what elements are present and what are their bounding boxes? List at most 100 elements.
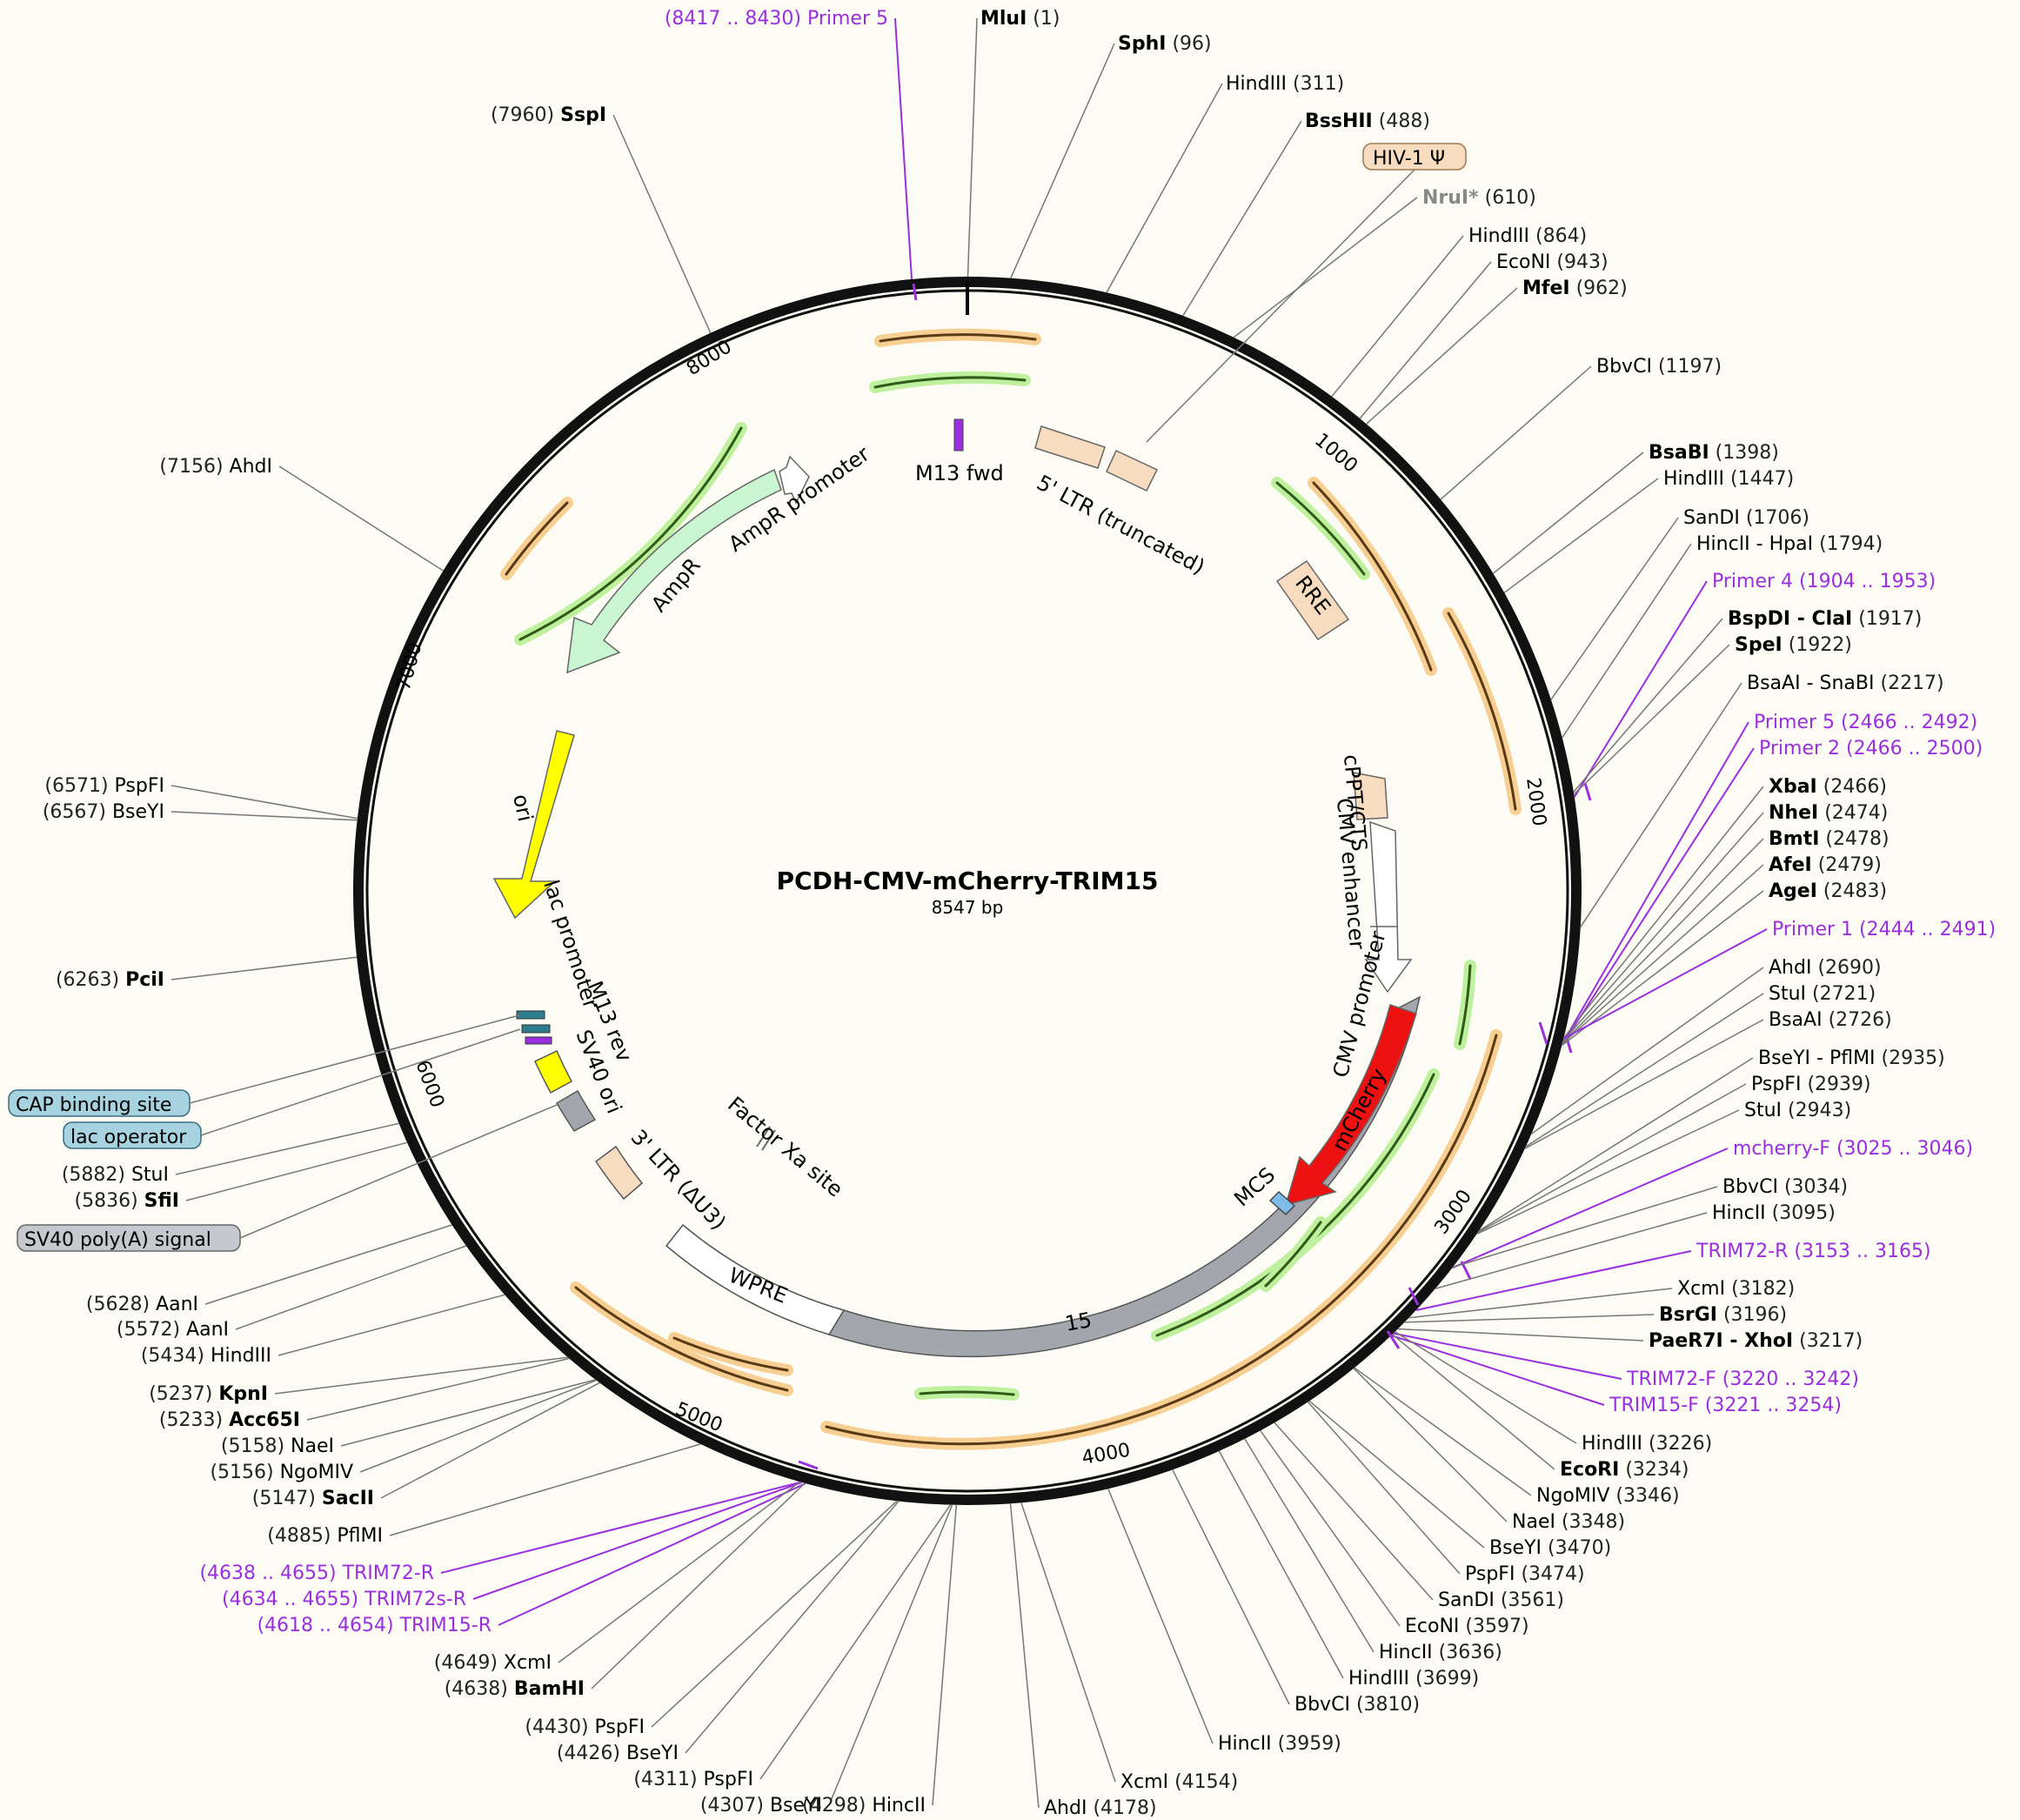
site-name: Primer 2 <box>1759 738 1840 759</box>
restriction-site-label: XcmI (4154) <box>1120 1771 1238 1793</box>
orf-arc-line <box>518 426 743 641</box>
leader-line <box>1415 1250 1692 1311</box>
primer-label: mcherry-F (3025 .. 3046) <box>1733 1138 1973 1160</box>
factor-xa-mark-a <box>756 1126 771 1148</box>
restriction-site-label: HincII (3636) <box>1379 1642 1502 1663</box>
site-position: (3810) <box>1356 1694 1420 1716</box>
orf-arc-line <box>1447 612 1517 811</box>
m13-fwd-mark <box>953 418 964 452</box>
leader-line <box>1353 1368 1508 1522</box>
restriction-site-label: (6571) PspFI <box>44 775 164 797</box>
restriction-site-label: SanDI (3561) <box>1438 1589 1564 1611</box>
leader-line <box>1172 1469 1290 1705</box>
site-gap <box>394 1615 400 1636</box>
site-position: (6571) <box>44 775 108 797</box>
labels-right: MluI (1)SphI (96)HindIII (311)BssHII (48… <box>980 8 1996 1819</box>
site-name: BseYI <box>770 1795 822 1817</box>
site-name: HindIII <box>1582 1433 1642 1455</box>
restriction-site-label: HindIII (3699) <box>1348 1668 1479 1690</box>
leader-line <box>1308 1400 1485 1549</box>
site-gap <box>1555 1511 1562 1533</box>
primer-label: (4638 .. 4655) TRIM72-R <box>199 1562 434 1584</box>
site-name: PspFI <box>595 1716 645 1738</box>
site-position: (3182) <box>1731 1278 1795 1300</box>
restriction-site-label: PaeR7I - XhoI (3217) <box>1649 1330 1863 1352</box>
site-position: (5434) <box>141 1345 204 1367</box>
site-gap <box>1783 634 1789 656</box>
site-gap <box>1166 33 1172 55</box>
leader-line <box>1010 43 1115 279</box>
site-position: (2726) <box>1829 1009 1892 1031</box>
label-mcs: MCS <box>1229 1162 1280 1211</box>
orf-arc-line <box>919 1390 1015 1396</box>
leader-line <box>1392 1334 1555 1470</box>
site-name: AfeI <box>1769 854 1812 876</box>
primer-mark <box>798 1460 819 1470</box>
leader-line <box>1562 812 1764 1042</box>
site-gap <box>125 1164 131 1186</box>
site-gap <box>331 1525 337 1547</box>
site-gap <box>1823 1009 1829 1031</box>
restriction-site-label: (5233) Acc65I <box>159 1409 300 1431</box>
leader-line <box>1244 1438 1375 1653</box>
site-position: (8417 .. 8430) <box>665 8 801 30</box>
site-name: PciI <box>125 969 164 991</box>
site-position: (2939) <box>1807 1074 1870 1095</box>
site-name: MluI <box>980 8 1027 30</box>
site-position: (4298) <box>802 1795 866 1817</box>
label-15: 15 <box>1063 1308 1094 1336</box>
site-name: HindIII <box>1348 1668 1409 1690</box>
primer-label: Primer 5 (2466 .. 2492) <box>1754 712 1977 733</box>
orf-arc <box>820 1029 1502 1450</box>
leader-line <box>1435 1212 1708 1289</box>
feature-5ltr-a <box>1034 425 1106 469</box>
site-name: AanI <box>156 1294 198 1315</box>
site-position: (3034) <box>1784 1176 1848 1198</box>
site-position: (5882) <box>62 1164 125 1186</box>
orf-arc <box>1308 477 1437 676</box>
leader-line <box>759 1504 952 1780</box>
leader-line <box>1307 1402 1461 1575</box>
site-gap <box>337 1562 343 1584</box>
leader-line <box>1573 644 1730 795</box>
leader-line <box>175 1122 399 1175</box>
feature-sv40-ori <box>555 1089 597 1132</box>
site-position: (5572) <box>117 1319 180 1341</box>
site-name: BseYI <box>112 801 164 823</box>
site-gap <box>1812 854 1818 876</box>
feature-cppt <box>1353 772 1388 820</box>
site-gap <box>138 1190 144 1212</box>
site-position: (1447) <box>1730 468 1794 490</box>
site-name: SfiI <box>144 1190 179 1212</box>
site-gap <box>1817 776 1823 798</box>
site-name: BssHII <box>1305 110 1373 132</box>
restriction-site-label: BseYI - PflMI (2935) <box>1758 1047 1945 1069</box>
primer-mark <box>1386 1330 1401 1349</box>
leader-sv40pa <box>239 1104 558 1239</box>
restriction-site-label: AgeI (2483) <box>1769 880 1887 902</box>
site-position: (2935) <box>1882 1047 1945 1069</box>
site-name: HincII - HpaI <box>1696 533 1813 555</box>
site-name: NruI* <box>1422 187 1479 209</box>
label-3ltr: 3' LTR (ΔU3) <box>626 1125 731 1235</box>
leader-line <box>1440 365 1592 500</box>
site-position: (3153 .. 3165) <box>1794 1241 1930 1262</box>
site-name: PflMI <box>337 1525 383 1547</box>
site-position: (2478) <box>1825 828 1889 850</box>
site-name: Primer 5 <box>1754 712 1835 733</box>
site-position: (3597) <box>1465 1616 1528 1637</box>
feature-wpre-arc <box>665 1223 846 1335</box>
leader-line <box>440 1481 802 1574</box>
boxed-label-lac: lac operator <box>63 1121 202 1149</box>
site-gap <box>1433 1642 1439 1663</box>
label-5ltr: 5' LTR (truncated) <box>1033 471 1208 579</box>
site-gap <box>316 1488 322 1509</box>
site-position: (1917) <box>1858 608 1922 630</box>
leader-line <box>380 1382 600 1499</box>
site-gap <box>1272 1733 1278 1755</box>
site-name: StuI <box>1744 1100 1782 1121</box>
sv40pa-label: SV40 poly(A) signal <box>24 1229 211 1251</box>
site-position: (864) <box>1535 225 1587 247</box>
site-position: (1706) <box>1746 507 1809 529</box>
site-position: (3474) <box>1521 1563 1584 1585</box>
